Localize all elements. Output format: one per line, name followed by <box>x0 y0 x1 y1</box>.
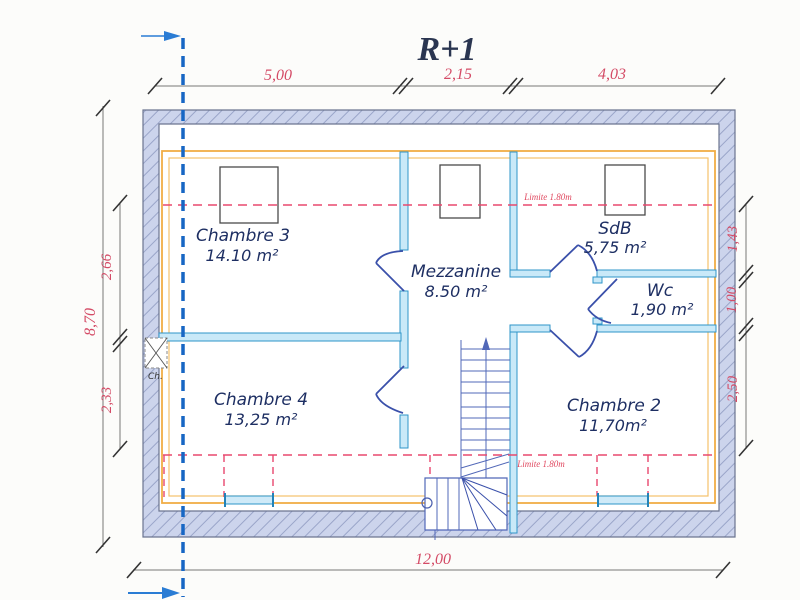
room-area-wc: 1,90 m² <box>631 300 694 319</box>
wall-chambre3-mezzanine <box>399 151 409 251</box>
stair-newel-post <box>421 497 433 509</box>
wall-wc-bottom <box>596 324 717 333</box>
dim-right-3: 2,50 <box>725 375 741 402</box>
dim-top-2: 2,15 <box>444 66 472 83</box>
chimney-label: Ch. <box>148 372 163 382</box>
dim-top-1: 5,00 <box>264 67 292 84</box>
height-limit-label-top: Limite 1.80m <box>523 192 572 202</box>
stair-direction-arrow <box>482 337 490 350</box>
windows <box>224 493 649 507</box>
section-arrow-top <box>164 31 181 41</box>
room-area-chambre3: 14.10 m² <box>206 246 279 265</box>
door-wc <box>587 278 618 324</box>
wall-chambre4-mezzanine-upper <box>399 290 409 369</box>
dimension-ticks <box>95 77 754 579</box>
room-area-sdb: 5,75 m² <box>584 238 647 257</box>
wall-chambre2-top-left <box>509 324 551 333</box>
wall-stairwell-right <box>509 331 518 534</box>
wall-wc-door-post-top <box>592 276 603 284</box>
window-chambre2 <box>597 495 649 505</box>
door-chambre3 <box>375 250 405 292</box>
dim-top-3: 4,03 <box>598 66 626 83</box>
dim-bottom-overall: 12,00 <box>415 551 451 568</box>
room-label-wc: Wc <box>647 281 674 301</box>
dim-left-overall: 8,70 <box>82 308 99 336</box>
dimension-lines <box>102 85 747 571</box>
wall-sdb-bottom-left <box>509 269 551 278</box>
height-limit-lines <box>163 204 716 456</box>
stair-winder <box>421 477 508 540</box>
room-label-chambre2: Chambre 2 <box>567 396 661 416</box>
room-labels: Chambre 3 14.10 m² Mezzanine 8.50 m² SdB… <box>196 219 694 435</box>
room-label-sdb: SdB <box>598 219 631 239</box>
roof-window-chambre3 <box>219 166 279 224</box>
roof-window-sdb <box>604 164 646 216</box>
roof-windows <box>219 164 646 224</box>
staircase <box>421 337 510 540</box>
room-label-chambre3: Chambre 3 <box>196 226 290 246</box>
door-chambre2 <box>549 329 598 358</box>
wall-chambre4-mezzanine-lower <box>399 414 409 449</box>
page-title: R+1 <box>416 31 476 68</box>
wall-chambre4-top <box>158 332 402 342</box>
room-area-chambre4: 13,25 m² <box>225 410 298 429</box>
door-sdb <box>549 244 598 273</box>
room-label-mezzanine: Mezzanine <box>411 262 501 282</box>
section-cut <box>128 31 185 599</box>
door-chambre4 <box>375 365 405 414</box>
window-chambre4 <box>224 495 274 505</box>
dim-left-2: 2,33 <box>99 387 115 413</box>
room-label-chambre4: Chambre 4 <box>214 390 308 410</box>
height-limit-zone-edges <box>163 455 649 497</box>
wall-sdb-bottom-right <box>596 269 717 278</box>
dim-right-2: 1,00 <box>724 286 740 313</box>
exterior-wall <box>142 109 736 538</box>
dimension-labels: 5,00 2,15 4,03 8,70 2,66 2,33 1,43 1,00 … <box>82 66 741 568</box>
room-area-chambre2: 11,70m² <box>579 416 647 435</box>
section-arrow-bottom <box>162 587 180 599</box>
roof-window-mezzanine <box>439 164 481 219</box>
dim-left-1: 2,66 <box>99 253 115 280</box>
doors <box>375 244 618 414</box>
height-limit-label-bottom: Limite 1.80m <box>516 459 565 469</box>
wall-mezzanine-sdb <box>509 151 518 271</box>
room-area-mezzanine: 8.50 m² <box>425 282 488 301</box>
dim-right-1: 1,43 <box>725 226 741 252</box>
chimney-duct: Ch. <box>144 337 168 382</box>
